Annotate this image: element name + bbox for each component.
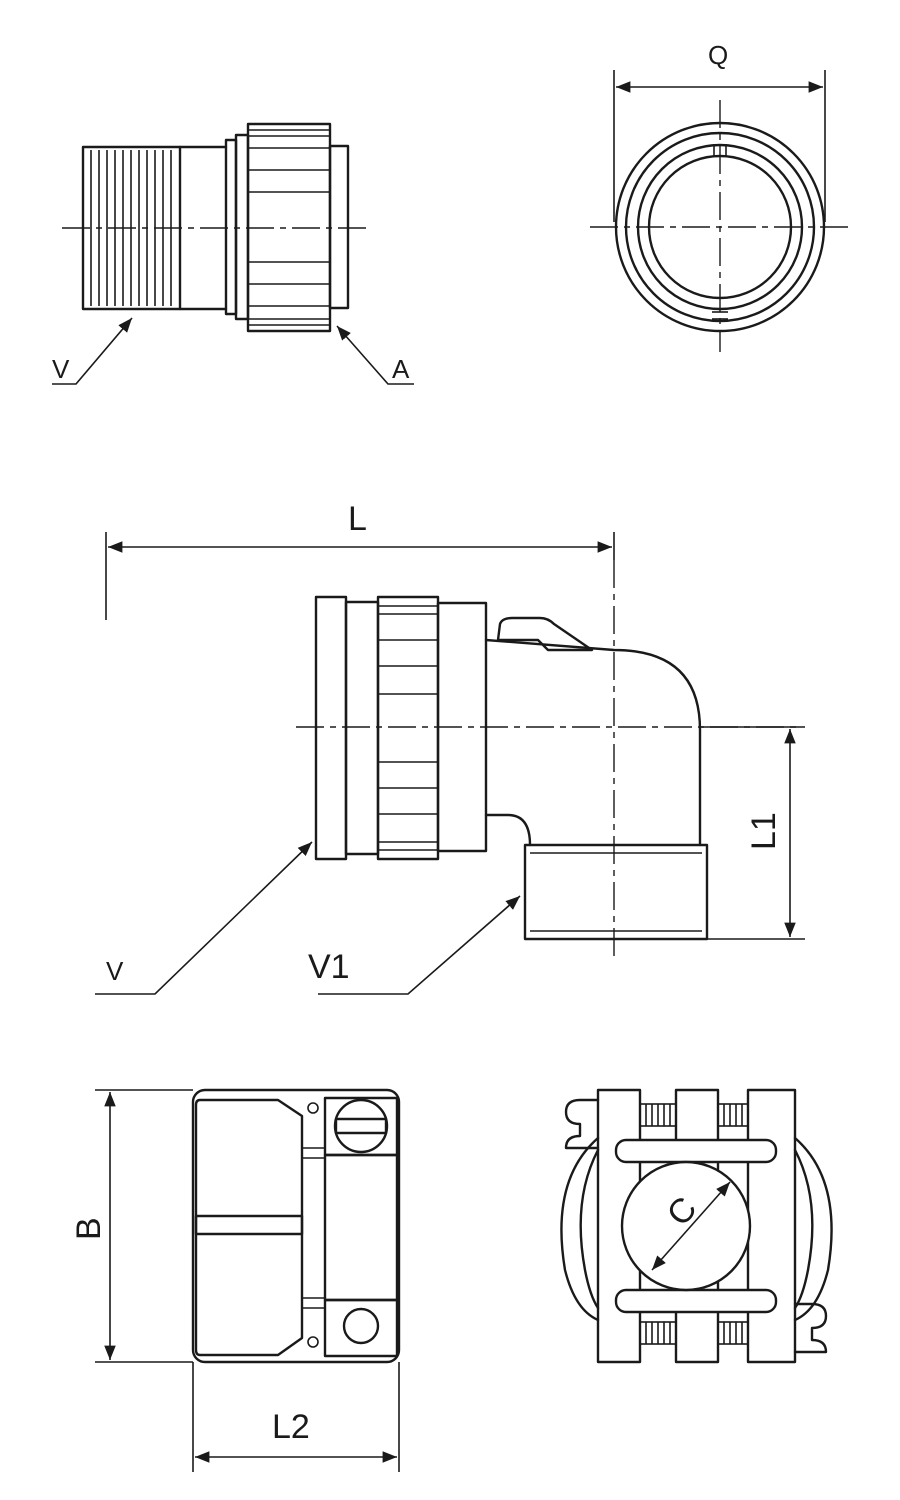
left-inner-arc (579, 1148, 600, 1310)
end-view: Q (590, 40, 850, 352)
lower-screw-housing (323, 1298, 399, 1358)
label-v1: V1 (308, 948, 350, 986)
label-q: Q (708, 40, 728, 70)
upper-screw (564, 1098, 600, 1150)
collar (224, 138, 238, 316)
latch (496, 616, 594, 652)
elbow-coupling-nut (376, 595, 440, 861)
right-inner-arc (793, 1148, 814, 1310)
lower-rivet (307, 1336, 319, 1348)
leader-a (336, 325, 414, 385)
leader-v1 (318, 895, 521, 995)
clamp-body (194, 1098, 304, 1357)
label-v: V (52, 354, 70, 384)
clamp-bar (323, 1153, 399, 1302)
threaded-outlet (523, 843, 709, 941)
flange-body (344, 600, 380, 856)
elbow-adapter-view: L L1 V V1 (95, 500, 805, 995)
front-flange (314, 595, 348, 861)
elbow-outer (484, 638, 702, 847)
dimension-c (651, 1181, 731, 1271)
clamp-side-view: B L2 (70, 1088, 401, 1472)
upper-screw-head (333, 1098, 389, 1154)
left-outer-arc (560, 1136, 600, 1322)
lower-bar (614, 1288, 778, 1314)
right-outer-arc (793, 1136, 833, 1322)
clamp-outline (191, 1088, 401, 1364)
end-ring (328, 144, 350, 310)
lower-screw (793, 1302, 828, 1354)
label-l: L (348, 500, 367, 538)
label-v-elbow: V (106, 956, 124, 986)
elbow-nut-knurl (378, 605, 438, 851)
side-view-straight-adapter: V A (52, 122, 414, 385)
upper-screw-slot (334, 1117, 388, 1135)
lower-screw-hole (342, 1307, 380, 1345)
collar-step (234, 133, 250, 321)
label-b: B (70, 1217, 108, 1240)
jaw-3 (746, 1088, 797, 1364)
leader-v (52, 317, 133, 385)
clamp-center-band (194, 1214, 304, 1236)
label-l1: L1 (745, 812, 783, 850)
lower-springs (639, 1321, 749, 1345)
upper-rivet (307, 1102, 319, 1114)
nut-knurl (248, 129, 330, 326)
upper-bar (614, 1138, 778, 1164)
leader-v-elbow (95, 841, 313, 995)
label-a: A (392, 354, 410, 384)
upper-springs (639, 1103, 749, 1127)
elbow-inner (484, 813, 532, 847)
clamp-end-view: C (560, 1088, 833, 1364)
label-l2: L2 (272, 1408, 310, 1446)
upper-screw-housing (323, 1096, 399, 1157)
